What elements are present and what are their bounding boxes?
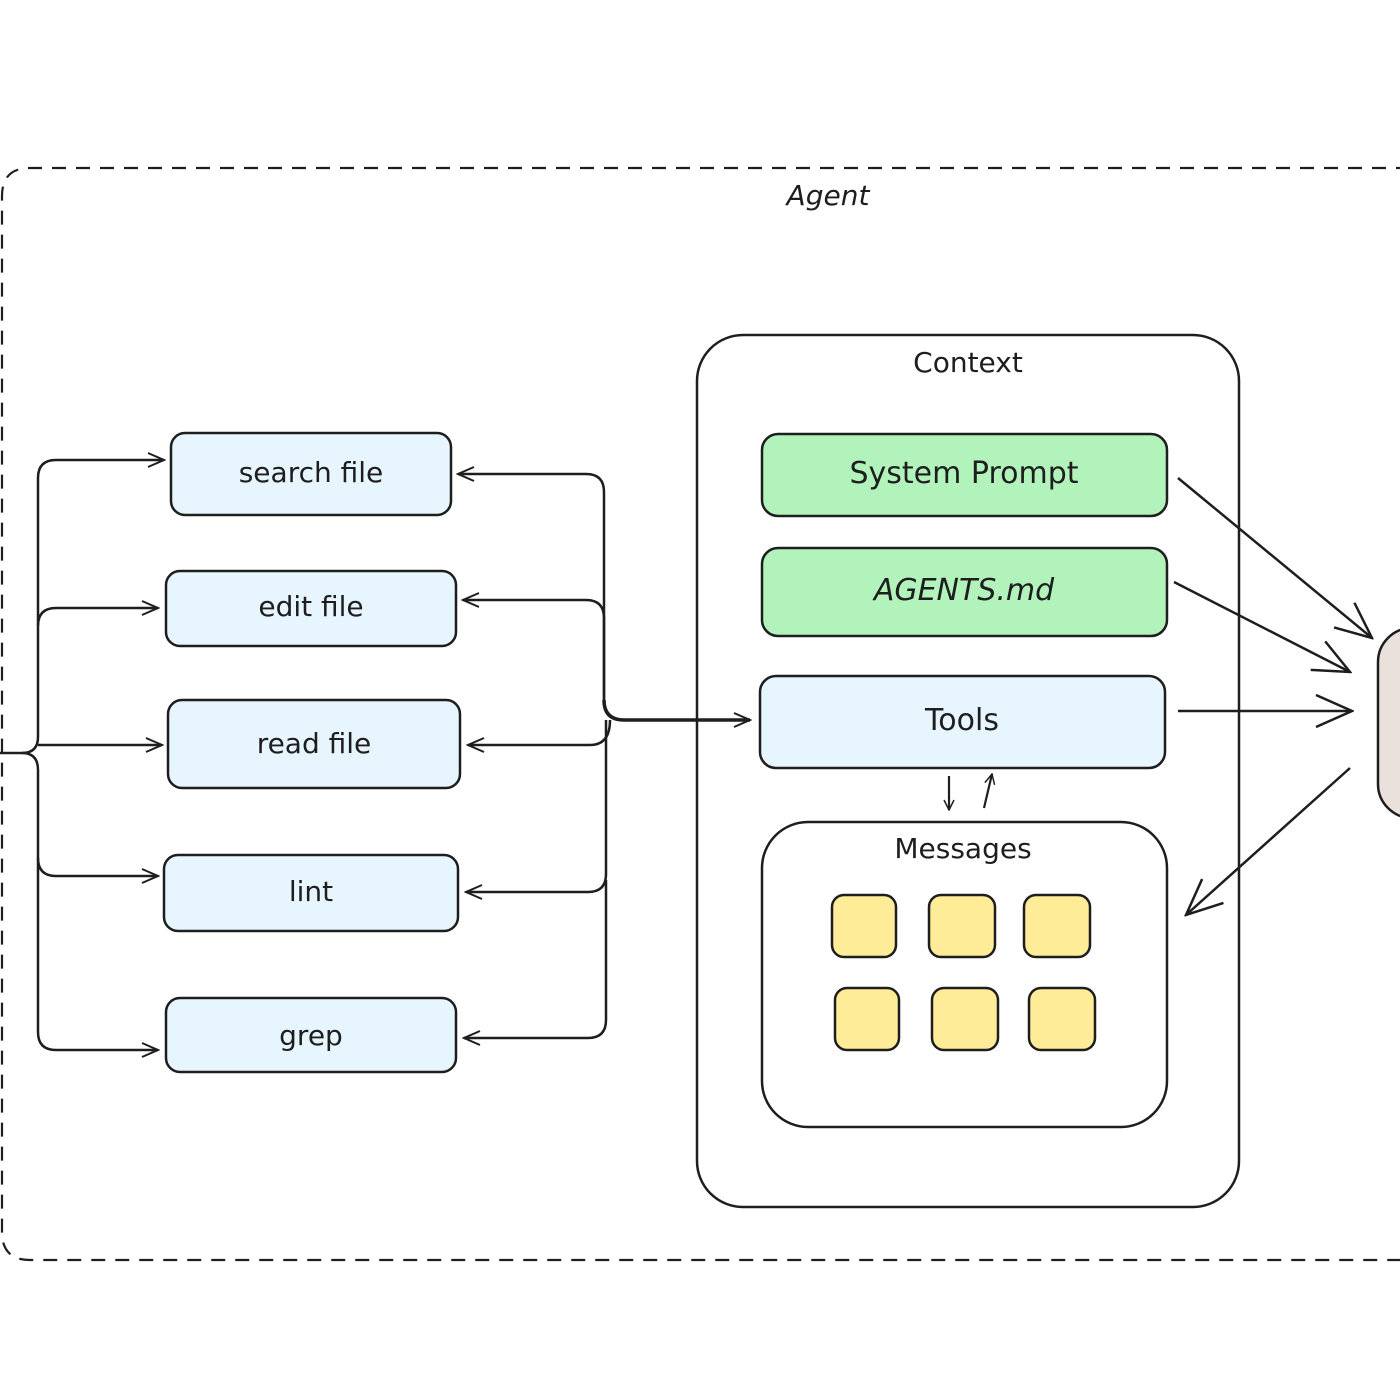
tool-search: search file [169,431,453,517]
agents-md-box [760,546,1169,638]
messages-label: Messages [894,832,1031,865]
tools-box [758,674,1167,770]
tool-box-lint [162,853,460,933]
messages-container [760,820,1169,1129]
context-container [695,333,1241,1209]
message-tile [930,986,1000,1052]
tool-lint: lint [162,853,460,933]
agent-label: Agent [785,179,871,212]
system-prompt-to-model-arrow [1177,477,1372,638]
tool-box-search [169,431,453,517]
message-tile [1027,986,1097,1052]
return-connectors [458,474,750,1038]
model-to-messages-arrow [1186,767,1351,915]
tool-box-edit [164,569,458,648]
agents-md-to-model-arrow [1173,580,1350,672]
tool-box-read [166,698,462,790]
message-grid [830,893,1097,1052]
model-box [1376,628,1400,818]
tool-label-grep: grep [279,1019,343,1052]
fan-out-connectors [0,460,164,1050]
tools-label: Tools [924,703,999,738]
tool-read: read file [166,698,462,790]
system-prompt-label: System Prompt [849,456,1078,491]
message-tile [927,893,997,959]
model-connectors [1173,477,1372,915]
tool-label-edit: edit file [258,590,363,623]
tool-grep: grep [164,996,458,1074]
message-tile [1022,893,1092,959]
tool-edit: edit file [164,569,458,648]
context-label: Context [913,346,1023,379]
messages-to-tools-arrow [982,774,992,809]
tool-label-search: search file [239,456,384,489]
system-prompt-box [760,432,1169,518]
tool-label-lint: lint [289,875,333,908]
tool-label-read: read file [257,727,372,760]
tool-box-grep [164,996,458,1074]
message-tile [833,986,901,1052]
agents-md-label: AGENTS.md [872,573,1055,608]
message-tile [830,893,898,959]
